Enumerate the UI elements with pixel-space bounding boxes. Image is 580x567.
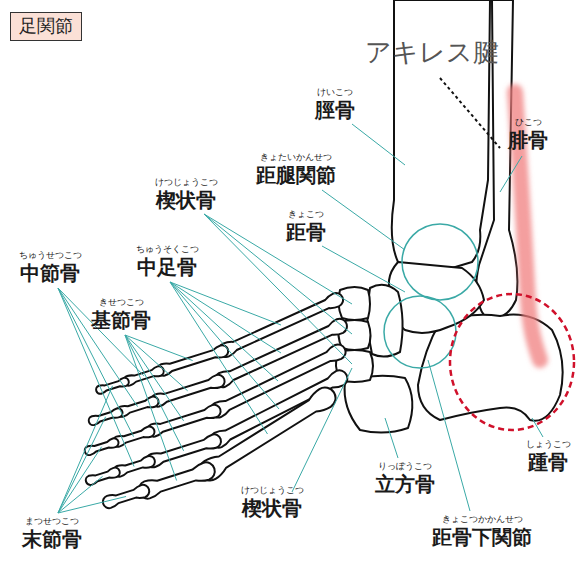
leader-line — [58, 447, 102, 513]
part-name: 踵骨 — [528, 451, 568, 473]
reading-label: りっぽうこつ — [378, 462, 432, 472]
leader-line — [322, 246, 405, 292]
reading-label: きせつこつ — [99, 298, 144, 308]
leader-line — [352, 124, 405, 165]
part-name: 腓骨 — [508, 129, 548, 151]
reading-label: ちゅうせつこつ — [19, 251, 82, 261]
toe-bone — [147, 405, 220, 437]
toe-bone — [85, 438, 119, 455]
part-name: 楔状骨 — [242, 497, 302, 519]
box-title: 足関節 — [19, 15, 73, 38]
leader-line — [170, 282, 281, 353]
reading-label: まつせつこつ — [25, 517, 79, 527]
reading-label: きょこつかかんせつ — [442, 515, 523, 525]
tendon-name: アキレス腱 — [365, 38, 499, 67]
part-name: 距腿関節 — [256, 164, 336, 186]
part-name: 中足骨 — [137, 256, 197, 278]
joint-circle — [384, 296, 456, 368]
part-name: 距骨下関節 — [432, 526, 532, 548]
toe-bone — [139, 462, 215, 498]
leader-line — [58, 417, 106, 513]
reading-label: ちゅうそくこつ — [136, 245, 199, 255]
leader-line — [204, 214, 352, 334]
leader-line — [125, 335, 184, 451]
reading-label: ひこつ — [515, 118, 542, 128]
part-name: 基節骨 — [91, 309, 151, 331]
leader-line — [170, 282, 281, 325]
reading-label: けつじょうこつ — [155, 178, 218, 188]
reading-label: けいこつ — [317, 88, 353, 98]
leader-line — [58, 288, 144, 376]
leader-line — [385, 418, 398, 458]
leader-line — [532, 418, 543, 437]
toe-bone — [151, 375, 224, 407]
toe-bone — [158, 345, 229, 375]
achilles-leader — [440, 78, 500, 148]
leader-line — [292, 368, 352, 492]
reading-label: けつじょうこつ — [241, 486, 304, 496]
highlight-ring — [450, 294, 574, 430]
part-name: 脛骨 — [315, 99, 355, 121]
leader-line — [204, 214, 352, 304]
leader-line — [125, 335, 177, 481]
leader-line — [58, 386, 112, 513]
reading-label: きょたいかんせつ — [260, 153, 332, 163]
joint-circle — [402, 224, 478, 300]
leader-line — [58, 496, 126, 513]
part-name: 楔状骨 — [156, 189, 216, 211]
leader-line — [125, 335, 184, 421]
reading-label: しょうこつ — [526, 440, 571, 450]
leader-line — [322, 190, 405, 250]
part-name: 立方骨 — [375, 473, 435, 495]
toe-bone — [89, 408, 123, 425]
navicular-bone — [367, 285, 402, 357]
reading-label: きょこつ — [288, 210, 324, 220]
title-box: 足関節 — [10, 12, 82, 41]
leader-line — [125, 335, 193, 361]
part-name: 距骨 — [286, 221, 326, 243]
part-name: 末節骨 — [22, 528, 82, 550]
cuboid-bone — [345, 376, 413, 433]
part-name: 中節骨 — [20, 262, 80, 284]
toe-bone — [86, 468, 120, 485]
leader-line — [204, 214, 352, 364]
leader-line — [500, 156, 522, 192]
